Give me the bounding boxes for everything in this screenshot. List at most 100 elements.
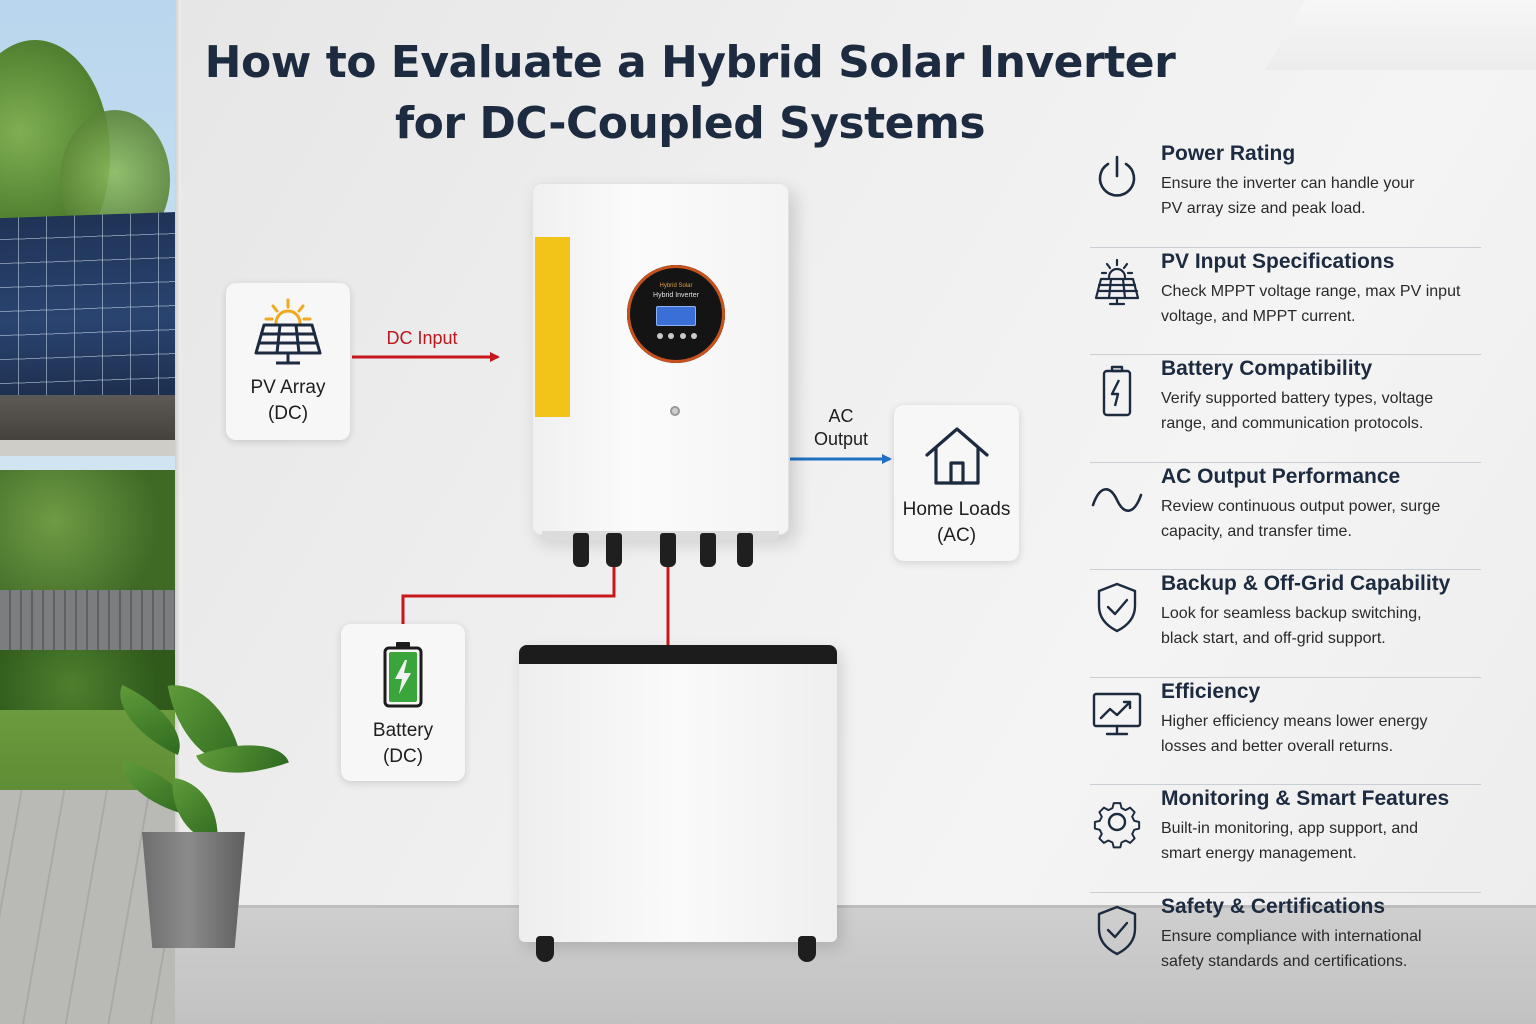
criterion-description-line: Look for seamless backup switching,: [1161, 605, 1422, 622]
home-loads-card: Home Loads (AC): [894, 405, 1019, 561]
criterion-description-line: capacity, and transfer time.: [1161, 522, 1352, 540]
criterion-description: Check MPPT voltage range, max PV input v…: [1161, 279, 1486, 329]
criterion-title: Battery Compatibility: [1161, 357, 1373, 380]
criterion-description-line: PV array size and peak load.: [1161, 200, 1366, 217]
title-line-2: for DC-Coupled Systems: [394, 98, 986, 149]
roof-eave: [0, 395, 180, 440]
evaluation-criteria-list: Power Rating Ensure the inverter can han…: [1090, 140, 1481, 1000]
pv-array-type: (DC): [267, 403, 309, 424]
battery-label: Battery: [372, 720, 434, 741]
criterion-title: Backup & Off-Grid Capability: [1161, 572, 1451, 595]
home-loads-type: (AC): [936, 525, 977, 546]
criterion-pv-input: PV Input Specifications Check MPPT volta…: [1090, 248, 1481, 355]
criterion-title: Monitoring & Smart Features: [1161, 787, 1450, 810]
cable-connector: [737, 533, 753, 567]
cabinet-wheel: [798, 936, 816, 962]
inverter-model-name: Hybrid Inverter: [653, 292, 699, 299]
solar-panel-icon: [1094, 258, 1140, 305]
ac-output-label-line-1: AC: [828, 406, 854, 426]
wall-edge: [175, 0, 181, 915]
criterion-title: Power Rating: [1161, 142, 1296, 165]
floor: [175, 905, 1536, 1024]
inverter-brand: Hybrid Solar: [659, 283, 693, 289]
battery-cabinet: [519, 645, 837, 942]
sine-wave-icon: [1091, 487, 1143, 512]
criterion-description-line: Built-in monitoring, app support, and: [1161, 820, 1419, 837]
plant-pot: [142, 832, 245, 948]
shield-check-icon: [1097, 905, 1137, 955]
criterion-description: Verify supported battery types, voltage …: [1161, 386, 1486, 436]
inverter-accent-stripe: [535, 237, 570, 417]
criterion-safety: Safety & Certifications Ensure complianc…: [1090, 893, 1481, 1001]
inverter-button: [668, 333, 675, 339]
ac-output-label: AC Output: [806, 405, 876, 451]
inverter-buttons: [657, 333, 697, 339]
battery-card: Battery (DC): [341, 624, 465, 781]
criterion-description-line: Ensure the inverter can handle your: [1161, 175, 1415, 192]
criterion-description-line: losses and better overall returns.: [1161, 737, 1394, 755]
cable-connector: [606, 533, 622, 567]
criterion-description: Built-in monitoring, app support, and sm…: [1161, 816, 1486, 866]
criterion-description-line: Ensure compliance with international: [1161, 927, 1422, 945]
hedge: [0, 470, 180, 600]
roof-fascia: [0, 440, 180, 456]
criterion-description-line: Check MPPT voltage range, max PV input: [1161, 282, 1461, 300]
floor-skirting: [175, 905, 1536, 908]
cable-connector: [573, 533, 589, 567]
criterion-title: Efficiency: [1161, 679, 1261, 703]
inverter-button: [690, 333, 697, 339]
hybrid-inverter: Hybrid Solar Hybrid Inverter: [532, 183, 789, 541]
battery-icon: [383, 642, 423, 708]
power-icon: [1098, 155, 1136, 197]
battery-cabinet-lid: [519, 645, 837, 664]
inverter-lcd-screen: [656, 306, 696, 326]
criterion-ac-output: AC Output Performance Review continuous …: [1090, 463, 1481, 570]
criterion-description: Look for seamless backup switching, blac…: [1161, 601, 1486, 651]
criterion-title: PV Input Specifications: [1161, 249, 1395, 273]
criterion-description-line: Review continuous output power, surge: [1161, 497, 1441, 515]
criterion-backup-offgrid: Backup & Off-Grid Capability Look for se…: [1090, 570, 1481, 678]
criterion-description: Ensure compliance with international saf…: [1161, 924, 1486, 974]
criterion-title: Safety & Certifications: [1161, 894, 1386, 918]
criterion-description: Review continuous output power, surge ca…: [1161, 494, 1486, 544]
cable-connector: [660, 533, 676, 567]
criterion-description-line: smart energy management.: [1161, 845, 1357, 862]
criterion-efficiency: Efficiency Higher efficiency means lower…: [1090, 678, 1481, 785]
inverter-button: [679, 333, 686, 339]
criterion-description-line: Higher efficiency means lower energy: [1161, 712, 1428, 730]
shield-check-icon: [1097, 582, 1137, 633]
battery-type: (DC): [382, 746, 424, 767]
home-loads-label: Home Loads: [902, 499, 1011, 520]
title-line-1: How to Evaluate a Hybrid Solar Inverter: [204, 37, 1176, 88]
criterion-power-rating: Power Rating Ensure the inverter can han…: [1090, 140, 1481, 248]
criterion-title: AC Output Performance: [1161, 464, 1401, 488]
gear-icon: [1093, 802, 1141, 849]
criterion-monitoring: Monitoring & Smart Features Built-in mon…: [1090, 785, 1481, 893]
ac-output-label-line-2: Output: [813, 429, 869, 449]
criterion-description-line: range, and communication protocols.: [1161, 415, 1424, 432]
dc-input-label: DC Input: [386, 328, 458, 348]
pv-array-card: PV Array (DC): [226, 283, 350, 440]
battery-icon: [1102, 365, 1132, 417]
solar-panel-icon: [254, 298, 322, 365]
criterion-description-line: voltage, and MPPT current.: [1161, 307, 1356, 325]
inverter-power-switch: [670, 406, 680, 416]
inverter-button: [657, 333, 663, 339]
criterion-description: Higher efficiency means lower energy los…: [1161, 709, 1486, 759]
house-icon: [924, 427, 989, 485]
criterion-description-line: safety standards and certifications.: [1161, 952, 1408, 970]
outdoor-background: [0, 0, 180, 1024]
inverter-display: Hybrid Solar Hybrid Inverter: [627, 265, 725, 363]
criterion-description: Ensure the inverter can handle your PV a…: [1161, 171, 1486, 221]
cable-connector: [700, 533, 716, 567]
page-title: How to Evaluate a Hybrid Solar Inverter …: [200, 32, 1180, 154]
monitor-chart-icon: [1092, 692, 1142, 735]
cabinet-wheel: [536, 936, 554, 962]
criterion-description-line: black start, and off-grid support.: [1161, 630, 1386, 647]
ceiling-corner: [1265, 0, 1536, 70]
battery-dc-wire: [401, 566, 616, 624]
criterion-description-line: Verify supported battery types, voltage: [1161, 390, 1434, 407]
pv-array-label: PV Array: [250, 377, 326, 398]
